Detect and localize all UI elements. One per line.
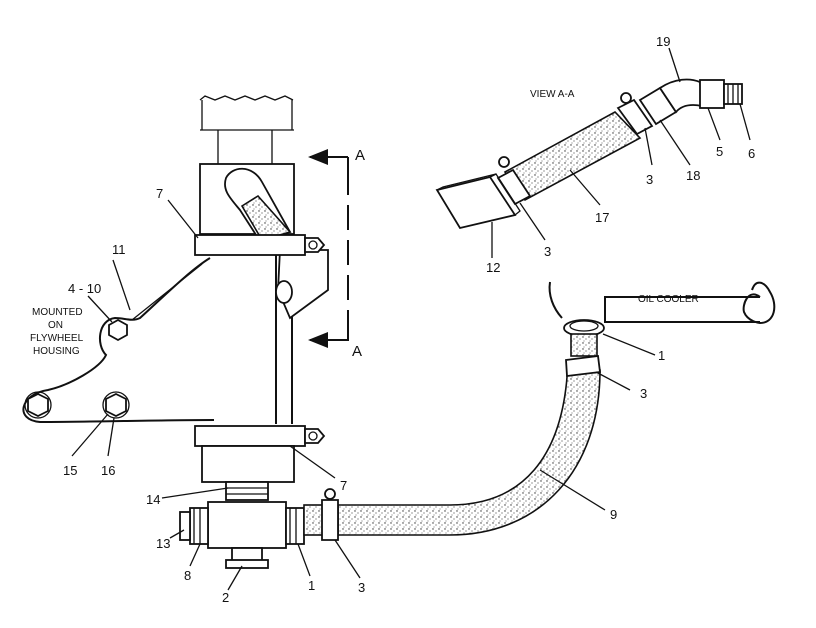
view-title: VIEW A-A	[530, 89, 575, 100]
clamp-3-cooler	[565, 354, 602, 378]
note-line-3: FLYWHEEL	[30, 333, 84, 344]
fitting-1-tee	[285, 507, 305, 545]
view-a-a: VIEW A-A 19 5 6 18 3 17 12 3	[435, 34, 755, 275]
bracket-7-bottom	[194, 425, 306, 447]
callout-16: 16	[101, 463, 115, 478]
note-line-1: MOUNTED	[32, 307, 83, 318]
callout-3-cooler: 3	[640, 386, 647, 401]
flywheel-bracket-11: MOUNTED ON FLYWHEEL HOUSING 11 4 - 10 15…	[22, 242, 215, 478]
callout-5: 5	[716, 144, 723, 159]
hose-9: 3 9	[337, 354, 647, 536]
callout-1-tee: 1	[308, 578, 315, 593]
callout-1-cooler: 1	[658, 348, 665, 363]
bracket-7-top	[194, 234, 306, 256]
clamp-3-tee	[321, 499, 339, 541]
callout-19: 19	[656, 34, 670, 49]
hose-9-body	[337, 358, 601, 536]
bolt-15	[27, 392, 49, 418]
callout-3-view-left: 3	[544, 244, 551, 259]
note-line-4: HOUSING	[33, 346, 80, 357]
cooler-hose-stub	[570, 333, 598, 357]
section-marker-bottom: A	[352, 343, 362, 360]
bolt-16	[105, 392, 127, 418]
callout-3-view-right: 3	[646, 172, 653, 187]
callout-9: 9	[610, 507, 617, 522]
callout-3-tee: 3	[358, 580, 365, 595]
bracket-11-outline	[22, 257, 215, 424]
callout-8: 8	[184, 568, 191, 583]
engine-housing-bottom	[201, 445, 295, 483]
adapter-5	[699, 79, 725, 109]
callout-17: 17	[595, 210, 609, 225]
callout-12: 12	[486, 260, 500, 275]
clamp-screw-right	[620, 92, 632, 104]
tee-fitting-assembly: 14 13 8 2 1 3	[146, 481, 365, 605]
engine-bracket-assembly: A A 7 7	[156, 95, 365, 493]
nipple-14	[225, 481, 269, 501]
hose-17	[503, 111, 642, 202]
fitting-8	[189, 507, 209, 545]
callout-13: 13	[156, 536, 170, 551]
callout-2: 2	[222, 590, 229, 605]
fitting-13	[179, 511, 191, 541]
callout-18: 18	[686, 168, 700, 183]
bolt-4-10	[108, 318, 128, 342]
callout-6: 6	[748, 146, 755, 161]
callout-7-top: 7	[156, 186, 163, 201]
note-line-2: ON	[48, 320, 63, 331]
callout-14: 14	[146, 492, 160, 507]
callout-11: 11	[112, 242, 126, 257]
tee-body	[207, 501, 287, 549]
callout-15: 15	[63, 463, 77, 478]
clamp-screw-left	[498, 156, 510, 168]
callout-4-10: 4 - 10	[68, 281, 101, 296]
oil-cooler-end-cap	[742, 281, 776, 325]
callout-7-bottom: 7	[340, 478, 347, 493]
section-marker-top: A	[355, 147, 365, 164]
oil-cooler-label: OIL COOLER	[638, 294, 699, 305]
oil-cooler: OIL COOLER 1	[548, 281, 776, 363]
